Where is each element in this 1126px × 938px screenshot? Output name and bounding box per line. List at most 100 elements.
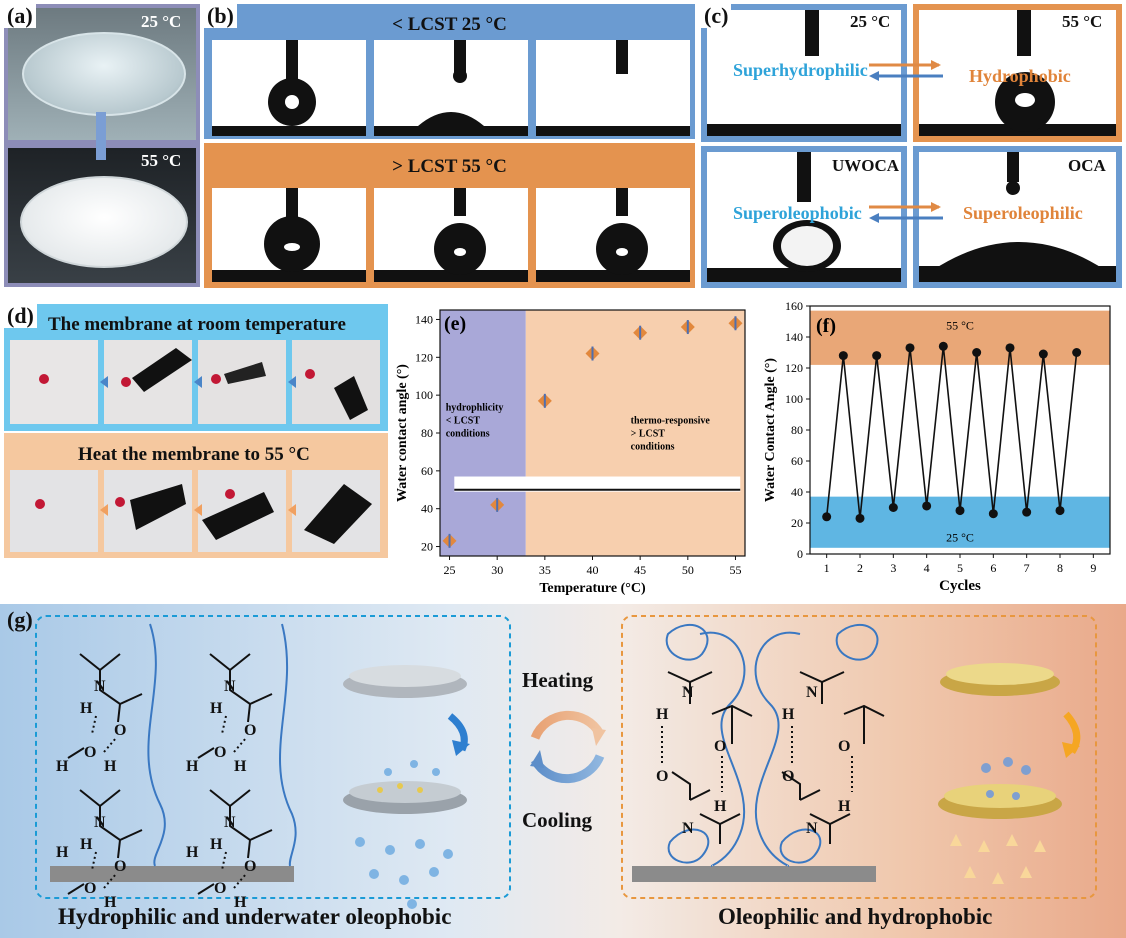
- y-tick-label-f: 20: [791, 516, 803, 530]
- c-hydrophobic: Hydrophobic: [969, 66, 1071, 86]
- y-tick-label-f: 120: [785, 361, 803, 375]
- y-tick-label-e: 100: [415, 388, 433, 402]
- y-tick-label-e: 60: [421, 464, 433, 478]
- x-tick-label-e: 35: [539, 563, 551, 577]
- data-point-f: [1005, 343, 1015, 353]
- label-d: (d): [4, 304, 37, 328]
- data-point-f: [988, 509, 998, 519]
- left-caption: Hydrophilic and underwater oleophobic: [58, 904, 452, 929]
- label-c: (c): [701, 4, 732, 28]
- x-tick-label-f: 1: [824, 561, 830, 575]
- x-tick-label-f: 9: [1090, 561, 1096, 575]
- data-point-f: [922, 501, 932, 511]
- y-tick-label-f: 140: [785, 330, 803, 344]
- atom-n-r2: N: [682, 820, 694, 837]
- atom-h-7: H: [80, 836, 93, 853]
- annotation-left: hydrophlicity: [446, 402, 504, 413]
- y-tick-label-f: 80: [791, 423, 803, 437]
- y-tick-label-e: 80: [421, 426, 433, 440]
- data-point-f: [905, 343, 915, 353]
- cooling-label: Cooling: [522, 808, 593, 832]
- c-55c: 55 °C: [1062, 12, 1103, 31]
- c-uwoca: UWOCA: [832, 156, 900, 175]
- y-tick-label-e: 120: [415, 350, 433, 364]
- atom-o-r3: O: [782, 768, 795, 785]
- data-point-f: [1038, 349, 1048, 359]
- atom-h-4: H: [210, 700, 223, 717]
- y-axis-label-e: Water contact angle (°): [395, 364, 410, 502]
- x-tick-label-f: 6: [990, 561, 996, 575]
- c-25c: 25 °C: [850, 12, 891, 31]
- region-thermo: [525, 310, 745, 556]
- annotation-right: thermo-responsive: [631, 416, 711, 427]
- label-a: (a): [4, 4, 36, 28]
- band-label-55c: 55 °C: [946, 318, 974, 332]
- band-label-25c: 25 °C: [946, 531, 974, 545]
- atom-h-3: H: [104, 758, 117, 775]
- panel-g-background: [0, 604, 1126, 938]
- c-superhydrophilic: Superhydrophilic: [733, 60, 868, 80]
- atom-o-1: O: [114, 722, 127, 739]
- c-oca: OCA: [1068, 156, 1106, 175]
- y-tick-label-e: 20: [421, 540, 433, 554]
- atom-o-8: O: [214, 880, 227, 897]
- y-tick-label-f: 0: [797, 547, 803, 561]
- x-tick-label-e: 40: [587, 563, 599, 577]
- d-bottom-caption: Heat the membrane to 55 °C: [78, 444, 310, 465]
- data-point-f: [1022, 507, 1032, 517]
- data-point-f: [938, 341, 948, 351]
- atom-h-r4: H: [838, 798, 851, 815]
- x-tick-label-e: 55: [729, 563, 741, 577]
- band-lcst-25c: < LCST 25 °C: [392, 14, 507, 35]
- panel-b-droplets: [212, 40, 690, 282]
- band-lcst-55c: > LCST 55 °C: [392, 156, 507, 177]
- petri-dish-25c-photo: [8, 8, 196, 140]
- atom-h-r3: H: [782, 706, 795, 723]
- panel-d-photos: [10, 340, 380, 552]
- atom-n-r1: N: [682, 684, 694, 701]
- x-axis-label-f: Cycles: [939, 578, 981, 594]
- c-superoleophobic: Superoleophobic: [733, 203, 862, 223]
- x-tick-label-e: 45: [634, 563, 646, 577]
- x-tick-label-f: 8: [1057, 561, 1063, 575]
- atom-o-r4: O: [838, 738, 851, 755]
- y-tick-label-f: 40: [791, 485, 803, 499]
- y-tick-label-e: 140: [415, 312, 433, 326]
- droplet-strip: [454, 476, 741, 492]
- atom-n-3: N: [94, 814, 106, 831]
- atom-h-5: H: [186, 758, 199, 775]
- y-tick-label-f: 60: [791, 454, 803, 468]
- atom-o-3: O: [244, 722, 257, 739]
- atom-o-2: O: [84, 744, 97, 761]
- atom-h-2: H: [56, 758, 69, 775]
- right-caption: Oleophilic and hydrophobic: [718, 904, 993, 929]
- annotation-left: conditions: [446, 428, 490, 439]
- atom-h-6: H: [234, 758, 247, 775]
- atom-n-r4: N: [806, 820, 818, 837]
- atom-n-4: N: [224, 814, 236, 831]
- atom-o-7: O: [244, 858, 257, 875]
- atom-h-8: H: [56, 844, 69, 861]
- x-tick-label-e: 50: [682, 563, 694, 577]
- connector-bar: [96, 112, 106, 160]
- atom-n-1: N: [94, 678, 106, 695]
- atom-h-r2: H: [714, 798, 727, 815]
- x-tick-label-e: 30: [491, 563, 503, 577]
- atom-h-12: H: [234, 894, 247, 911]
- annotation-left: < LCST: [446, 415, 481, 426]
- atom-h-1: H: [80, 700, 93, 717]
- y-axis-label-f: Water Contact Angle (°): [763, 358, 778, 502]
- cycle-line: [825, 346, 1078, 519]
- data-point-f: [872, 351, 882, 361]
- data-point-f: [1055, 506, 1065, 516]
- y-tick-label-f: 160: [785, 299, 803, 313]
- x-axis-label-e: Temperature (°C): [539, 581, 646, 596]
- label-e: (e): [444, 313, 466, 335]
- atom-n-r3: N: [806, 684, 818, 701]
- data-point-f: [822, 512, 832, 522]
- label-b: (b): [204, 4, 237, 28]
- x-tick-label-f: 4: [924, 561, 930, 575]
- region-hydrophilic: [440, 310, 526, 556]
